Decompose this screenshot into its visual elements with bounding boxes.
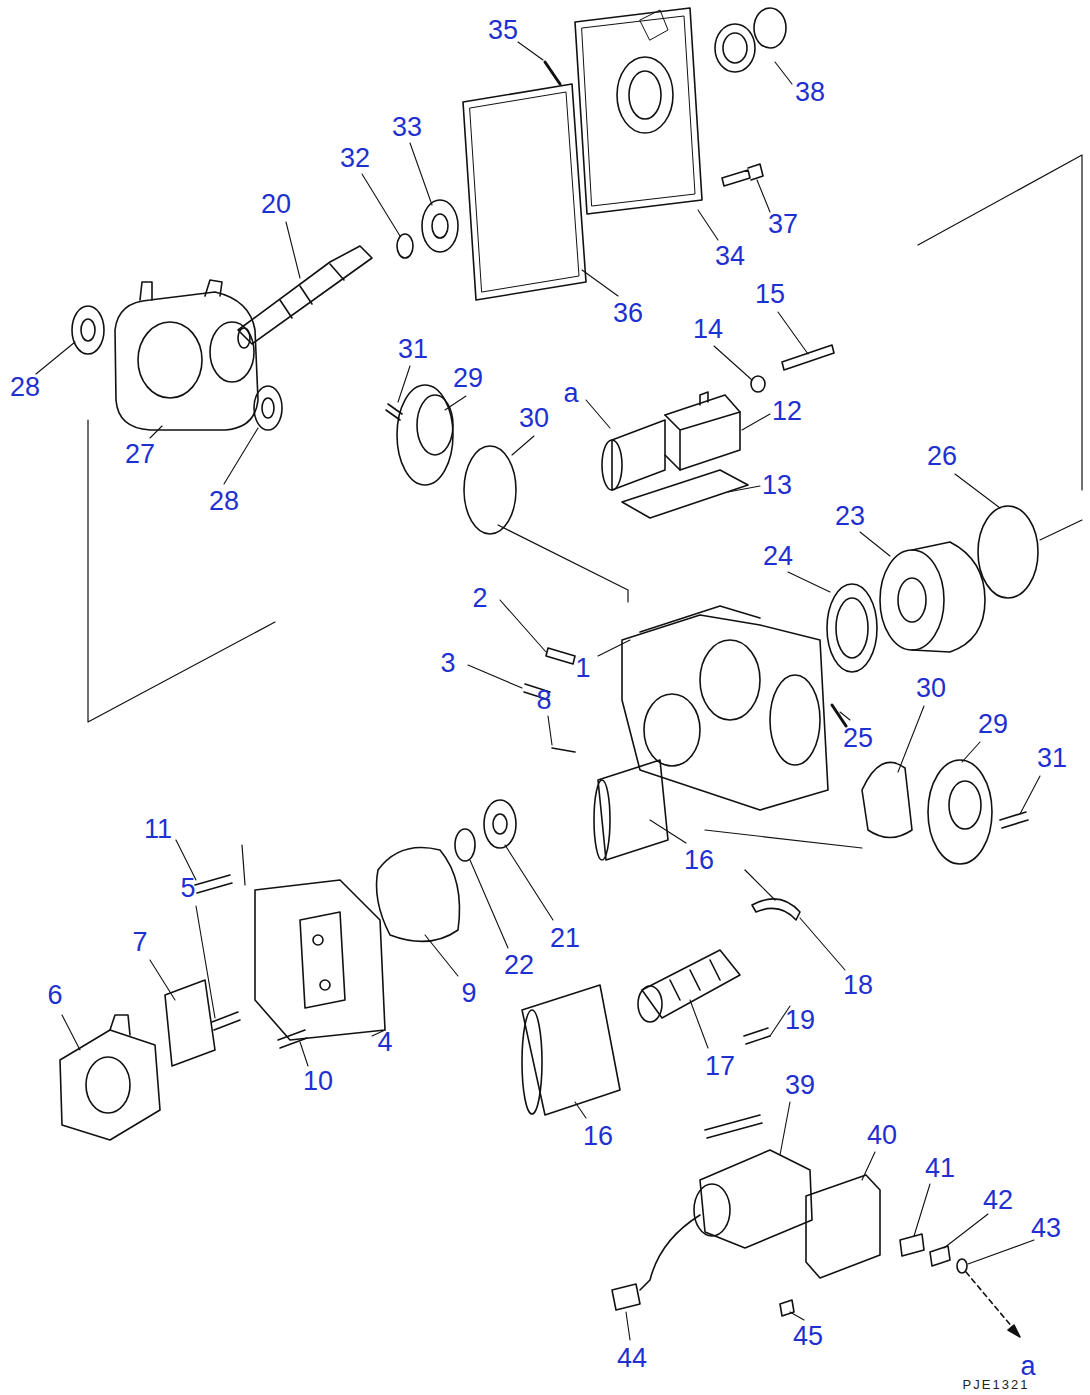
callout-number: 23 bbox=[835, 503, 865, 530]
callout-number: a bbox=[1020, 1353, 1035, 1380]
callout-number: 37 bbox=[768, 211, 798, 238]
callout-number: 5 bbox=[180, 875, 195, 902]
callout-number: 30 bbox=[519, 405, 549, 432]
callout-number: 43 bbox=[1031, 1215, 1061, 1242]
callout-number: 39 bbox=[785, 1072, 815, 1099]
callout-number: 34 bbox=[715, 243, 745, 270]
callout-number: 20 bbox=[261, 191, 291, 218]
drawing-code: PJE1321 bbox=[963, 1378, 1030, 1391]
callout-number: 4 bbox=[377, 1029, 392, 1056]
callout-number: 2 bbox=[472, 585, 487, 612]
callout-number: 1 bbox=[575, 655, 590, 682]
callout-number: 38 bbox=[795, 79, 825, 106]
callout-number: 28 bbox=[209, 488, 239, 515]
callout-number: 17 bbox=[705, 1053, 735, 1080]
callout-number: 12 bbox=[772, 398, 802, 425]
callout-number: 30 bbox=[916, 675, 946, 702]
callout-number: 33 bbox=[392, 114, 422, 141]
callout-number: 22 bbox=[504, 952, 534, 979]
callout-number: 36 bbox=[613, 300, 643, 327]
callout-number: 6 bbox=[47, 982, 62, 1009]
callout-number: a bbox=[563, 380, 578, 407]
callout-number: 16 bbox=[684, 847, 714, 874]
callout-number: 10 bbox=[303, 1068, 333, 1095]
callout-number: 18 bbox=[843, 972, 873, 999]
callout-number: 9 bbox=[461, 980, 476, 1007]
callout-number: 11 bbox=[144, 816, 172, 843]
callout-number: 40 bbox=[867, 1122, 897, 1149]
callout-number: 14 bbox=[693, 316, 723, 343]
callout-number: 28 bbox=[10, 374, 40, 401]
callout-number: 26 bbox=[927, 443, 957, 470]
callout-number: 42 bbox=[983, 1187, 1013, 1214]
callout-number: 29 bbox=[978, 711, 1008, 738]
callout-number: 8 bbox=[536, 687, 551, 714]
callout-number: 27 bbox=[125, 441, 155, 468]
callout-number: 21 bbox=[550, 925, 580, 952]
callout-number: 3 bbox=[440, 650, 455, 677]
callout-number: 44 bbox=[617, 1345, 647, 1372]
callout-number: 41 bbox=[925, 1155, 955, 1182]
callout-number: 7 bbox=[132, 929, 147, 956]
callout-number: 13 bbox=[762, 472, 792, 499]
callout-number: 25 bbox=[843, 725, 873, 752]
callout-number: 29 bbox=[453, 365, 483, 392]
callout-number: 15 bbox=[755, 281, 785, 308]
callout-number: 45 bbox=[793, 1323, 823, 1350]
callout-number: 31 bbox=[398, 336, 428, 363]
callout-number: 31 bbox=[1037, 745, 1067, 772]
callout-number: 35 bbox=[488, 17, 518, 44]
callout-number: 19 bbox=[785, 1007, 815, 1034]
callout-number: 16 bbox=[583, 1123, 613, 1150]
callout-number: 32 bbox=[340, 145, 370, 172]
callout-number: 24 bbox=[763, 543, 793, 570]
